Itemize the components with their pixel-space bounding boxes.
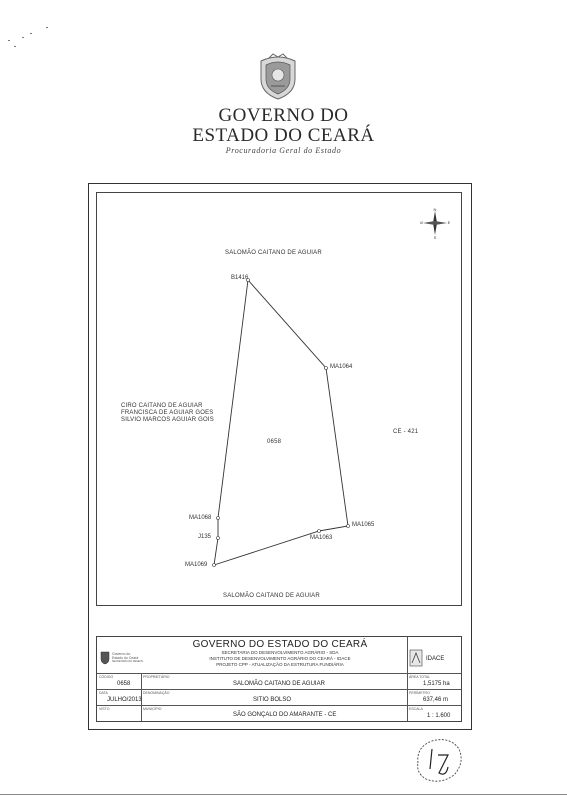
vertex-label: MA1065 [352, 522, 375, 528]
codigo-value: 0658 [117, 681, 131, 687]
logo-text-line: SECRETARIA DO DESENV. [112, 660, 144, 663]
compass-north-letter: N [434, 207, 437, 212]
title-block-rule [141, 673, 142, 721]
title-block-line3: PROJETO CPP - ATUALIZAÇÃO DA ESTRUTURA F… [216, 662, 344, 667]
perimetro-label: PERÍMETRO [409, 691, 430, 695]
vertex-label: MA1069 [185, 562, 208, 568]
title-block-heading: GOVERNO DO ESTADO DO CEARÁ [192, 639, 368, 650]
area-total-value: 1,5175 ha [423, 681, 450, 687]
logo-text-line: Governo do [112, 652, 131, 656]
title-block-line2: INSTITUTO DE DESENVOLVIMENTO AGRÁRIO DO … [209, 656, 351, 661]
vertex-marker [216, 536, 220, 540]
denominacao-value: SITIO BOLSO [253, 697, 292, 703]
neighbor-east-label: CE - 421 [393, 429, 419, 435]
title-block-line1: SECRETARIA DO DESENVOLVIMENTO AGRÁRIO - … [221, 650, 339, 655]
title-block-rule [97, 673, 461, 674]
codigo-label: CÓDIGO [99, 675, 114, 679]
scan-speck [22, 37, 24, 38]
scan-speck [46, 27, 48, 28]
neighbor-west-label: CIRO CAITANO DE AGUIAR FRANCISCA DE AGUI… [121, 403, 214, 424]
vertex-marker [246, 278, 250, 282]
visto-label: VISTO [99, 707, 110, 711]
vertex-marker [324, 366, 328, 370]
neighbor-west-line: SILVIO MARCOS AGUIAR GOIS [121, 417, 214, 423]
neighbor-north-label: SALOMÃO CAITANO DE AGUIAR [225, 250, 322, 256]
compass-east-letter: E [448, 220, 450, 225]
title-block-rule [407, 637, 408, 721]
vertex-marker [216, 516, 220, 520]
area-total-label: ÁREA TOTAL [409, 675, 431, 679]
proprietario-label: PROPRIETÁRIO [143, 675, 170, 679]
header-subtitle: Procuradoria Geral do Estado [225, 146, 342, 155]
vertex-label: MA1063 [310, 535, 333, 541]
header-title-line2: ESTADO DO CEARÁ [192, 125, 375, 146]
scan-speck [30, 33, 32, 34]
idace-logo: IDACE [409, 647, 459, 671]
handwritten-signature-drawing [417, 739, 462, 782]
map-frame: N S E W SALOMÃO CAITANO DE AGUIAR SALOMÃ… [96, 192, 462, 606]
state-logo: Governo do Estado do Ceará SECRETARIA DO… [100, 649, 148, 671]
municipio-value: SÃO GONÇALO DO AMARANTE - CE [233, 712, 337, 718]
state-coat-of-arms-icon [260, 53, 296, 100]
vertex-label: J135 [198, 534, 212, 540]
compass-rose-icon: N S E W [420, 207, 450, 239]
escala-label: ESCALA [409, 707, 423, 711]
parcel-polygon-drawing [212, 278, 350, 567]
vertex-label: MA1064 [330, 364, 353, 370]
neighbor-west-line: FRANCISCA DE AGUIAR GOES [121, 410, 214, 416]
denominacao-label: DENOMINAÇÃO [143, 691, 170, 695]
compass-south-letter: S [434, 235, 437, 239]
title-block: Governo do Estado do Ceará SECRETARIA DO… [96, 636, 462, 722]
title-block-rule [97, 689, 461, 690]
idace-emblem-icon [409, 649, 423, 667]
compass-west-letter: W [420, 220, 423, 225]
data-value: JULHO/2013 [107, 697, 142, 703]
header-title-line1: GOVERNO DO [218, 105, 349, 126]
title-block-rule [97, 705, 461, 706]
logo-text-line: Estado do Ceará [112, 656, 139, 660]
vertex-marker [346, 524, 350, 528]
parcel-id-label: 0658 [267, 439, 282, 445]
vertex-label: B1416 [231, 275, 249, 281]
data-label: DATA [99, 691, 108, 695]
escala-value: 1 : 1.600 [427, 713, 451, 719]
neighbor-south-label: SALOMÃO CAITANO DE AGUIAR [223, 593, 320, 599]
neighbor-west-line: CIRO CAITANO DE AGUIAR [121, 403, 203, 409]
scan-speck [8, 40, 10, 41]
vertex-marker [317, 529, 321, 533]
scan-speck [14, 46, 16, 47]
vertex-label: MA1068 [189, 515, 212, 521]
proprietario-value: SALOMÃO CAITANO DE AGUIAR [233, 681, 325, 687]
municipio-label: MUNICÍPIO [143, 707, 162, 711]
vertex-marker [212, 563, 216, 567]
perimetro-value: 637,46 m [423, 697, 449, 703]
idace-text: IDACE [426, 656, 445, 662]
shield-icon [100, 651, 110, 665]
page-bottom-rule [0, 794, 567, 795]
plan-sheet-border [88, 183, 472, 730]
